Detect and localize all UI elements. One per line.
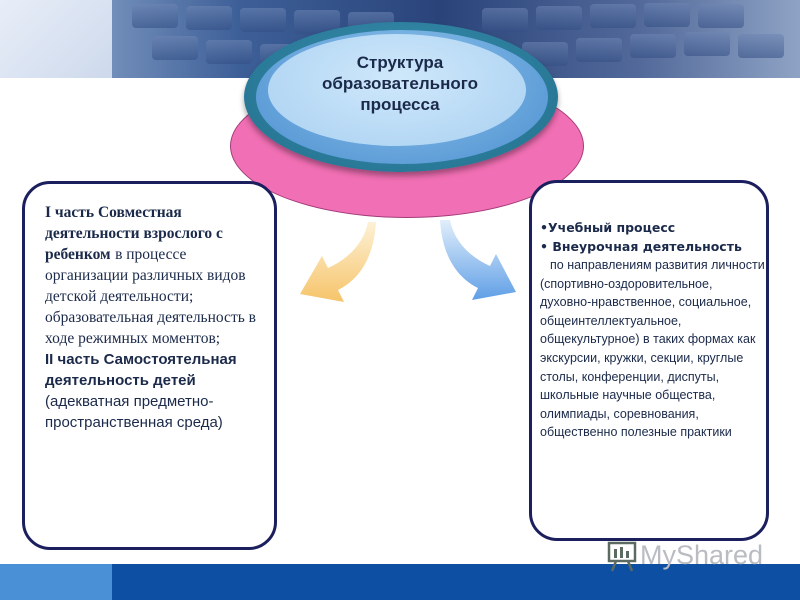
part2-heading: II часть Самостоятельная деятельность де… (45, 351, 237, 389)
extracurricular-description: по направлениям развития личности (спорт… (540, 258, 765, 440)
left-text-block: I часть Совместная деятельности взрослог… (45, 202, 267, 433)
diagram-title: Структура образовательного процесса (322, 53, 478, 114)
logo-text: MyShared (640, 540, 764, 570)
bullet-extracurricular: • Внеурочная деятельность (540, 239, 742, 254)
left-curved-arrow-icon (300, 222, 376, 302)
part2-body: (адекватная предметно-пространственная с… (45, 393, 223, 431)
bullet-learning-process: •Учебный процесс (540, 220, 676, 235)
footer-corner-square (0, 564, 112, 600)
right-text-block: •Учебный процесс • Внеурочная деятельнос… (540, 218, 766, 442)
footer-band (0, 564, 800, 600)
header-corner-square (0, 0, 112, 78)
presentation-board-icon (607, 541, 637, 572)
title-oval-group: Структура образовательного процесса (230, 20, 584, 218)
part1-body: в процессе организации различных видов д… (45, 246, 256, 347)
right-curved-arrow-icon (440, 220, 516, 300)
right-content-box: •Учебный процесс • Внеурочная деятельнос… (529, 180, 769, 541)
header-band (0, 0, 800, 78)
light-blue-ellipse (268, 34, 526, 146)
myshared-logo: MyShared (606, 540, 766, 572)
part1-heading: I часть Совместная деятельности взрослог… (45, 204, 223, 263)
left-content-box: I часть Совместная деятельности взрослог… (22, 181, 277, 550)
